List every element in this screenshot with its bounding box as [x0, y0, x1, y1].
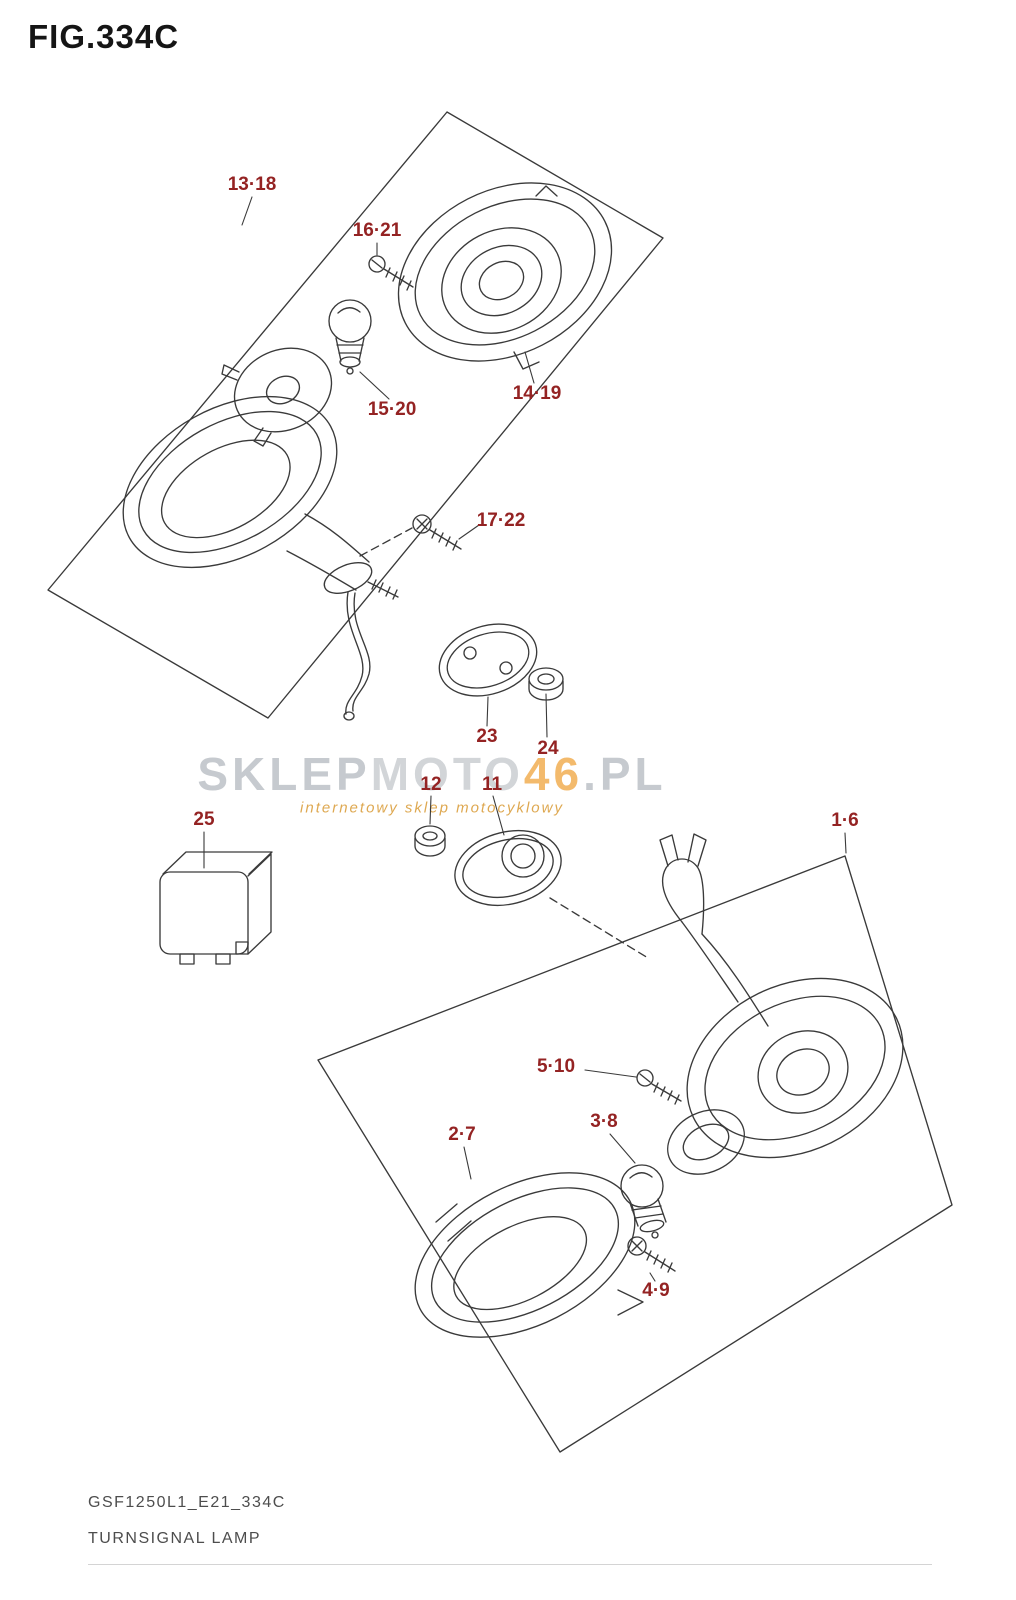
figure-title: FIG.334C [28, 18, 180, 55]
part-label-5-10: 5·10 [536, 1056, 576, 1077]
footer-figure-name: TURNSIGNAL LAMP [88, 1530, 262, 1547]
turnsignal-housing-upper [397, 182, 613, 370]
socket-base-11 [454, 830, 649, 959]
bulb-lower-3-8 [620, 1164, 667, 1239]
screw-upper-16-21 [368, 255, 414, 291]
part-label-3-8: 3·8 [590, 1111, 618, 1132]
footer-model-code: GSF1250L1_E21_334C [88, 1494, 286, 1511]
part-label-25: 25 [193, 809, 215, 830]
watermark-text-moto: MOTO [370, 748, 524, 800]
part-label-15-20: 15·20 [367, 399, 417, 420]
part-label-23: 23 [476, 726, 498, 747]
part-label-13-18: 13·18 [227, 174, 277, 195]
lens-lower-2-7 [414, 1172, 644, 1338]
frame-lower [317, 855, 953, 1453]
part-label-16-21: 16·21 [352, 220, 402, 241]
part-label-11: 11 [481, 774, 503, 795]
watermark-text-sklep: SKLEP [197, 748, 371, 800]
lens-upper-13-18 [122, 395, 399, 721]
screw-lower-5-10 [636, 1069, 682, 1105]
footer-divider [88, 1564, 932, 1565]
part-label-2-7: 2·7 [448, 1124, 476, 1145]
part-label-14-19: 14·19 [512, 383, 562, 404]
part-label-4-9: 4·9 [642, 1280, 670, 1301]
leader-lines [203, 196, 847, 1282]
screw-lens-upper-17-22 [359, 514, 462, 557]
part-label-17-22: 17·22 [476, 510, 526, 531]
gasket-ring-lower [667, 1109, 745, 1175]
part-label-1-6: 1·6 [831, 810, 859, 831]
part-label-12: 12 [420, 774, 442, 795]
watermark-text-46: 46 [523, 748, 584, 800]
mount-pad-23 [438, 623, 538, 697]
frame-upper [47, 111, 664, 719]
spacer-nut-12 [414, 825, 446, 857]
watermark-brand: SKLEPMOTO46.PL [197, 747, 666, 801]
watermark-text-pl: .PL [583, 748, 667, 800]
relay-25 [159, 851, 273, 965]
part-label-24: 24 [537, 738, 559, 759]
bulb-upper-15-20 [328, 299, 372, 375]
screw-lower-4-9 [627, 1236, 676, 1273]
